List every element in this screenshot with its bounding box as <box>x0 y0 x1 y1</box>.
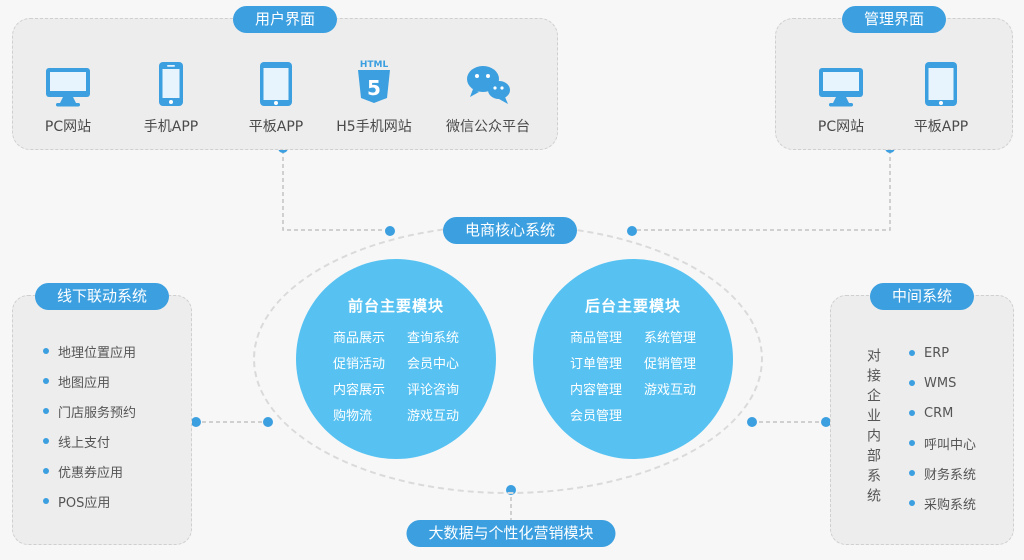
module-label: 会员中心 <box>407 357 460 372</box>
list-item: 优惠券应用 <box>43 456 136 486</box>
list-item: 地图应用 <box>43 366 136 396</box>
bullet-icon <box>43 438 49 444</box>
wechat-icon <box>467 66 510 104</box>
admin-interface-title: 管理界面 <box>841 6 947 33</box>
bullet-icon <box>43 348 49 354</box>
device-pc-website: PC网站 <box>13 55 123 136</box>
bullet-icon <box>909 500 915 506</box>
bullet-icon <box>43 408 49 414</box>
module-label: 商品展示 <box>332 331 385 346</box>
module-label: 促销管理 <box>644 357 697 372</box>
backend-modules-circle: 后台主要模块 商品管理 订单管理 内容管理 会员管理 系统管理 促销管理 游戏互… <box>533 259 733 459</box>
device-label: 平板APP <box>913 119 969 135</box>
module-label: 会员管理 <box>569 409 622 424</box>
middle-system-vertical-label: 对接企业内部系统 <box>865 348 881 508</box>
backend-modules-title: 后台主要模块 <box>584 297 681 315</box>
admin-interface-panel: 管理界面 PC网站 平板APP <box>775 6 1013 150</box>
module-label: 内容管理 <box>569 383 622 398</box>
device-mobile-app: 手机APP <box>116 55 226 136</box>
svg-text:5: 5 <box>367 76 381 100</box>
html5-icon: HTML 5 <box>358 60 390 103</box>
list-item: WMS <box>909 368 976 398</box>
core-system-title: 电商核心系统 <box>442 217 578 244</box>
list-item: ERP <box>909 338 976 368</box>
list-item: 门店服务预约 <box>43 396 136 426</box>
bullet-icon <box>909 380 915 386</box>
tablet-icon <box>260 62 292 106</box>
list-item: CRM <box>909 398 976 428</box>
list-item: 呼叫中心 <box>909 428 976 458</box>
frontend-modules-title: 前台主要模块 <box>347 297 444 315</box>
list-item-label: 门店服务预约 <box>58 405 137 421</box>
module-label: 游戏互动 <box>407 409 460 424</box>
list-item-label: 线上支付 <box>58 435 111 451</box>
middle-system-title: 中间系统 <box>869 283 975 310</box>
frontend-modules-list: 商品展示 促销活动 内容展示 购物流 查询系统 会员中心 评论咨询 游戏互动 <box>296 326 496 430</box>
module-label: 订单管理 <box>569 357 622 372</box>
middle-system-panel: 中间系统 对接企业内部系统 ERP WMS CRM 呼叫中心 财务系统 <box>830 283 1014 545</box>
list-item: 采购系统 <box>909 488 976 518</box>
device-label: PC网站 <box>44 119 92 135</box>
module-label: 商品管理 <box>569 331 622 346</box>
middle-system-list: ERP WMS CRM 呼叫中心 财务系统 采购系统 <box>909 338 976 518</box>
bullet-icon <box>43 498 49 504</box>
device-label: 平板APP <box>248 119 304 135</box>
device-label: PC网站 <box>817 119 865 135</box>
list-item-label: 优惠券应用 <box>58 465 124 481</box>
list-item: 线上支付 <box>43 426 136 456</box>
bullet-icon <box>909 440 915 446</box>
module-label: 评论咨询 <box>407 383 460 398</box>
device-wechat-platform: 微信公众平台 <box>433 55 543 136</box>
list-item: POS应用 <box>43 486 136 516</box>
device-tablet-app: 平板APP <box>891 55 991 136</box>
device-label: 手机APP <box>143 119 199 135</box>
frontend-modules-circle: 前台主要模块 商品展示 促销活动 内容展示 购物流 查询系统 会员中心 评论咨询… <box>296 259 496 459</box>
offline-system-title: 线下联动系统 <box>34 283 170 310</box>
smartphone-icon <box>159 62 183 106</box>
device-pc-website: PC网站 <box>791 55 891 136</box>
tablet-icon <box>925 62 957 106</box>
bullet-icon <box>43 378 49 384</box>
module-label: 系统管理 <box>644 331 697 346</box>
device-tablet-app: 平板APP <box>221 55 331 136</box>
list-item-label: POS应用 <box>58 495 111 511</box>
list-item: 财务系统 <box>909 458 976 488</box>
list-item-label: WMS <box>924 375 957 391</box>
list-item-label: 地图应用 <box>58 375 111 391</box>
module-label: 促销活动 <box>332 357 385 372</box>
list-item-label: 呼叫中心 <box>924 437 977 453</box>
bullet-icon <box>43 468 49 474</box>
user-interface-panel: 用户界面 PC网站 手机APP <box>12 6 558 150</box>
desktop-icon <box>819 68 863 107</box>
offline-system-list: 地理位置应用 地图应用 门店服务预约 线上支付 优惠券应用 POS应用 <box>43 336 136 516</box>
list-item-label: 地理位置应用 <box>58 345 137 361</box>
module-label: 查询系统 <box>407 331 460 346</box>
backend-modules-list: 商品管理 订单管理 内容管理 会员管理 系统管理 促销管理 游戏互动 <box>533 326 733 430</box>
module-label: 游戏互动 <box>644 383 697 398</box>
list-item-label: 财务系统 <box>924 467 977 483</box>
module-label: 内容展示 <box>332 383 385 398</box>
bigdata-module-title: 大数据与个性化营销模块 <box>406 520 616 547</box>
list-item-label: 采购系统 <box>924 497 977 513</box>
module-label: 购物流 <box>332 409 372 424</box>
device-label: 微信公众平台 <box>446 119 530 135</box>
list-item-label: ERP <box>924 345 950 361</box>
user-interface-title: 用户界面 <box>232 6 338 33</box>
device-h5-website: HTML 5 H5手机网站 <box>319 55 429 136</box>
bullet-icon <box>909 350 915 356</box>
bullet-icon <box>909 410 915 416</box>
offline-system-panel: 线下联动系统 地理位置应用 地图应用 门店服务预约 线上支付 优惠券应用 <box>12 283 192 545</box>
device-label: H5手机网站 <box>336 119 412 135</box>
list-item: 地理位置应用 <box>43 336 136 366</box>
bullet-icon <box>909 470 915 476</box>
list-item-label: CRM <box>924 405 954 421</box>
svg-text:HTML: HTML <box>360 60 389 70</box>
desktop-icon <box>46 68 90 107</box>
